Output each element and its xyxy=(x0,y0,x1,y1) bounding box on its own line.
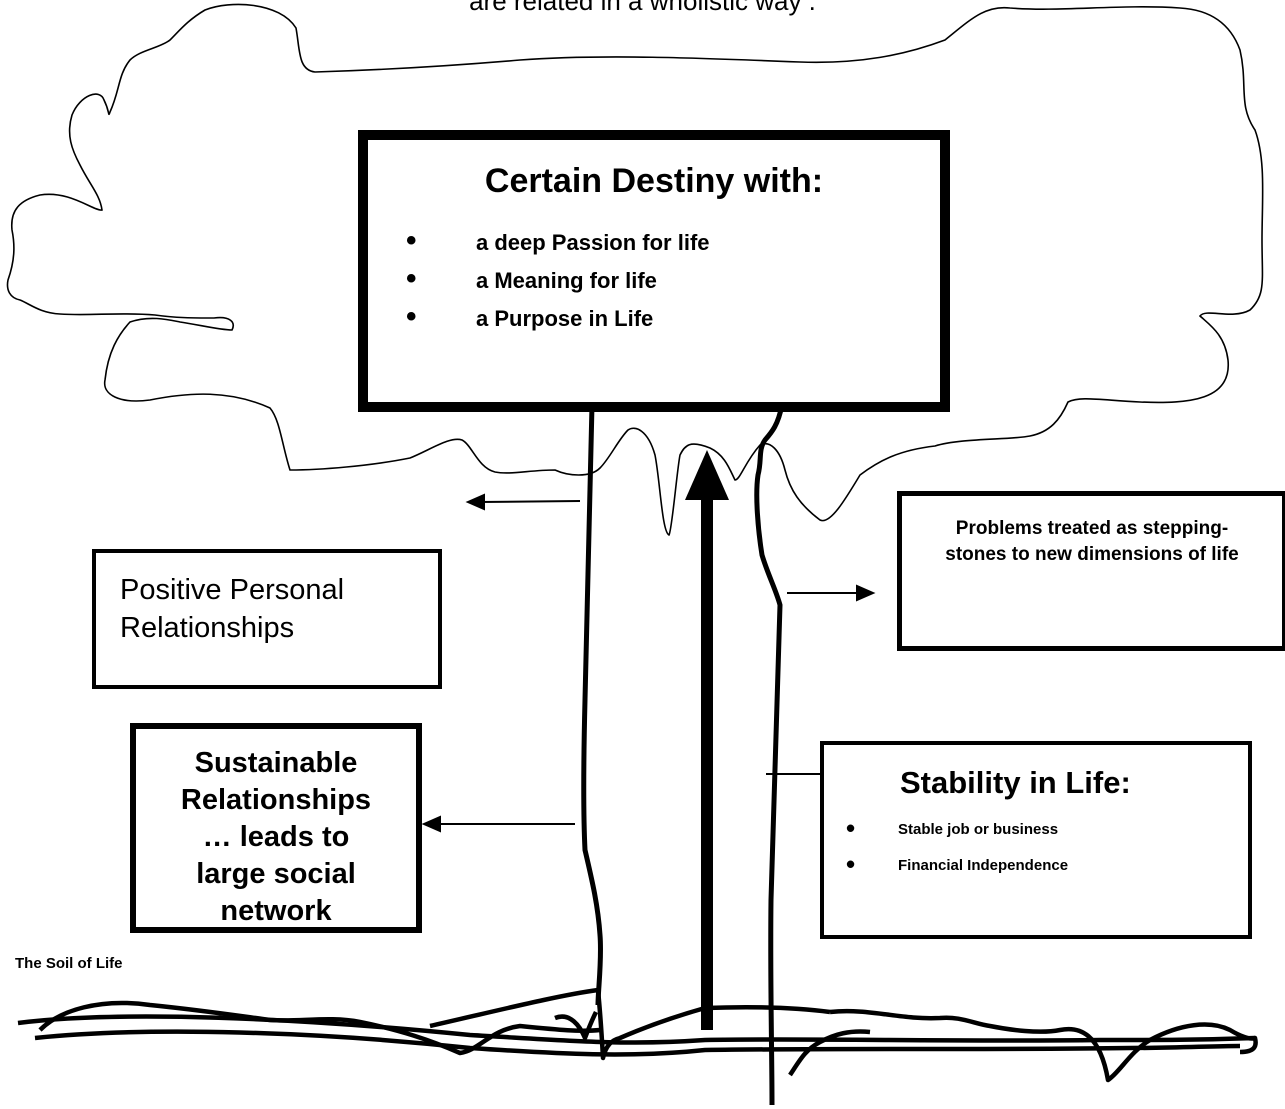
arrow-head-sustainable xyxy=(421,815,441,833)
text-line: … leads to xyxy=(202,821,350,853)
connector-arrows xyxy=(421,493,876,833)
text-line: Positive Personal xyxy=(120,574,345,606)
problems-box: Problems treated as stepping-stones to n… xyxy=(897,491,1285,651)
top-caption: are related in a wholistic way . xyxy=(469,0,816,16)
trunk-left xyxy=(581,404,604,1006)
text-line: Relationships xyxy=(180,784,372,816)
stability-title: Stability in Life: xyxy=(900,765,1131,800)
soil-ground xyxy=(17,987,1258,1083)
arrow-head-problems xyxy=(856,584,876,602)
arrow-head-positive-relationships xyxy=(465,493,485,511)
soil-label: The Soil of Life xyxy=(15,955,123,972)
stability-list: Stable job or business Financial Indepen… xyxy=(846,813,1068,893)
positive-relationships-text: Positive Personal Relationships xyxy=(120,571,344,647)
list-item: a Purpose in Life xyxy=(406,300,710,344)
text-line: large social xyxy=(196,858,356,890)
central-arrow-head xyxy=(685,450,729,500)
trunk-right xyxy=(754,404,785,1106)
destiny-list: a deep Passion for life a Meaning for li… xyxy=(406,224,710,344)
text-line: Sustainable xyxy=(194,747,358,779)
list-item: Financial Independence xyxy=(846,849,1068,893)
certain-destiny-box: Certain Destiny with: a deep Passion for… xyxy=(358,130,950,412)
list-item: a Meaning for life xyxy=(406,262,710,306)
arrow-to-positive-relationships xyxy=(479,500,581,503)
certain-destiny-title: Certain Destiny with: xyxy=(484,162,824,200)
list-item: a deep Passion for life xyxy=(406,224,710,268)
text-line: Relationships xyxy=(120,612,295,644)
tree-canopy-outline xyxy=(6,3,1264,537)
list-item: Stable job or business xyxy=(846,813,1068,857)
text-line: network xyxy=(220,895,332,927)
problems-text: Problems treated as stepping-stones to n… xyxy=(945,518,1239,565)
stability-box: Stability in Life: Stable job or busines… xyxy=(820,741,1252,939)
sustainable-relationships-text: Sustainable Relationships … leads to lar… xyxy=(136,745,416,930)
sustainable-relationships-box: Sustainable Relationships … leads to lar… xyxy=(130,723,422,933)
positive-relationships-box: Positive Personal Relationships xyxy=(92,549,442,689)
